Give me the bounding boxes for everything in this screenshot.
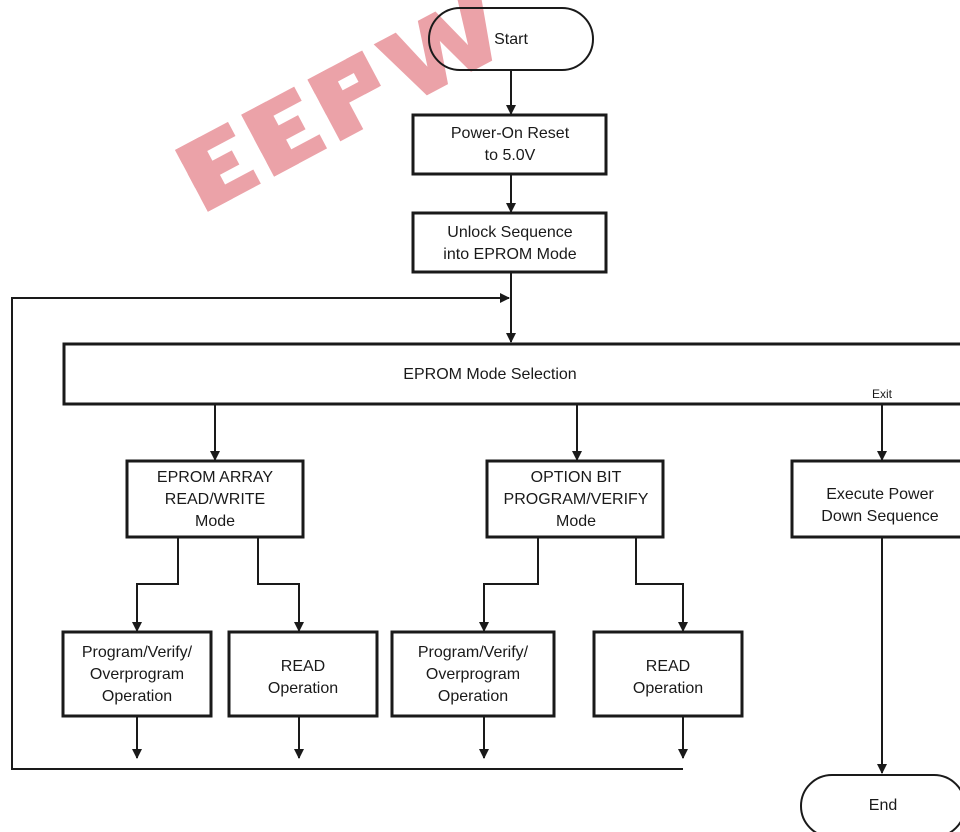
array-read-box — [227, 630, 379, 718]
exit-label: Exit — [871, 387, 893, 401]
start-label: Start — [494, 31, 528, 48]
unlock-label-line2: into EPROM Mode — [443, 246, 577, 263]
array-program-label-line2: Overprogram — [89, 666, 185, 683]
option-program-box — [390, 630, 556, 718]
option-mode-label-line1: OPTION BIT — [530, 469, 622, 486]
mode-selection-label: EPROM Mode Selection — [403, 366, 577, 383]
power-on-label-line1: Power-On Reset — [450, 125, 570, 142]
end-label: End — [868, 797, 898, 814]
unlock-sequence-box — [411, 211, 608, 274]
power-down-label-line1: Execute Power — [826, 486, 934, 503]
eprom-array-mode-box — [125, 459, 305, 539]
option-read-box — [592, 630, 744, 718]
array-mode-label-line2: READ/WRITE — [164, 491, 266, 508]
array-program-label-line3: Operation — [101, 688, 173, 705]
option-read-label-line2: Operation — [632, 680, 704, 697]
option-program-label-line1: Program/Verify/ — [417, 644, 529, 661]
option-program-label-line2: Overprogram — [425, 666, 521, 683]
array-mode-label-line3: Mode — [194, 513, 236, 530]
array-mode-label-line1: EPROM ARRAY — [156, 469, 274, 486]
option-mode-label-line3: Mode — [555, 513, 597, 530]
option-read-label-line1: READ — [645, 658, 691, 675]
option-program-label-line3: Operation — [437, 688, 509, 705]
power-on-reset-box — [411, 113, 608, 176]
power-on-label-line2: to 5.0V — [484, 147, 536, 164]
power-down-box — [790, 459, 960, 539]
end-terminal — [800, 774, 960, 832]
mode-selection-bar — [62, 342, 960, 406]
option-bit-mode-box — [485, 459, 665, 539]
power-down-label-line2: Down Sequence — [821, 508, 939, 525]
option-mode-label-line2: PROGRAM/VERIFY — [503, 491, 649, 508]
unlock-label-line1: Unlock Sequence — [447, 224, 573, 241]
array-read-label-line2: Operation — [267, 680, 339, 697]
array-read-label-line1: READ — [280, 658, 326, 675]
array-program-label-line1: Program/Verify/ — [81, 644, 193, 661]
